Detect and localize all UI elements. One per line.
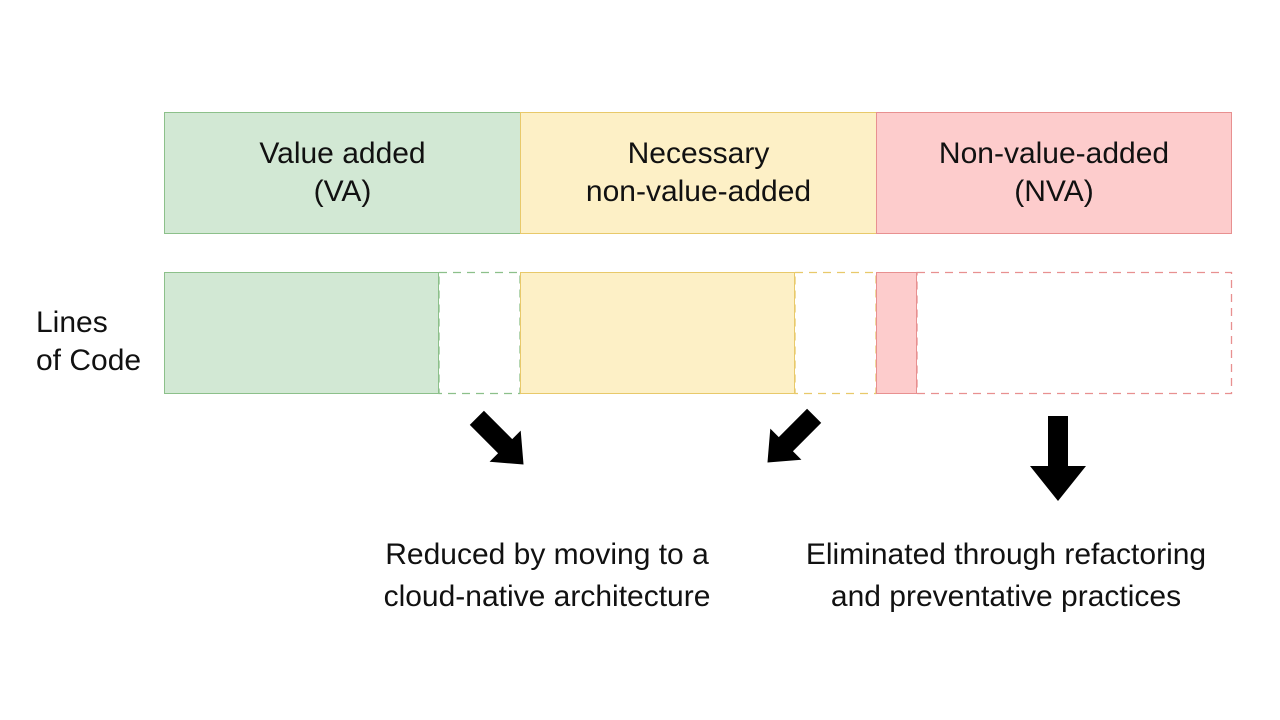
caption-reduced: Reduced by moving to a cloud-native arch… — [340, 534, 754, 618]
arrow-down-icon — [1030, 416, 1086, 501]
caption-eliminated-line2: and preventative practices — [830, 580, 1182, 613]
caption-eliminated: Eliminated through refactoring and preve… — [772, 534, 1240, 618]
category-value-added-line1: Value added — [259, 137, 426, 170]
category-non-value-added: Non-value-added (NVA) — [876, 112, 1232, 234]
category-value-added: Value added (VA) — [164, 112, 521, 234]
category-necessary-line1: Necessary — [627, 137, 770, 170]
caption-reduced-line2: cloud-native architecture — [383, 580, 711, 613]
arrow-down-left-icon — [767, 408, 822, 463]
lines-of-code-nva-bar — [876, 272, 917, 394]
caption-eliminated-line1: Eliminated through refactoring — [805, 538, 1207, 571]
category-non-value-added-line1: Non-value-added — [938, 137, 1170, 170]
nva-removed-segment — [916, 271, 1233, 395]
category-value-added-line2: (VA) — [313, 175, 372, 208]
lines-of-code-nnva-bar — [520, 272, 795, 394]
caption-reduced-line1: Reduced by moving to a — [385, 538, 709, 571]
category-necessary-non-value-added: Necessary non-value-added — [520, 112, 877, 234]
category-non-value-added-line2: (NVA) — [1014, 175, 1094, 208]
arrow-down-right-icon — [469, 410, 524, 465]
lines-of-code-va-bar — [164, 272, 439, 394]
lines-of-code-label-line2: of Code — [36, 344, 142, 377]
lines-of-code-label-line1: Lines — [36, 306, 108, 339]
lines-of-code-label: Lines of Code — [36, 304, 141, 380]
category-necessary-line2: non-value-added — [585, 175, 812, 208]
